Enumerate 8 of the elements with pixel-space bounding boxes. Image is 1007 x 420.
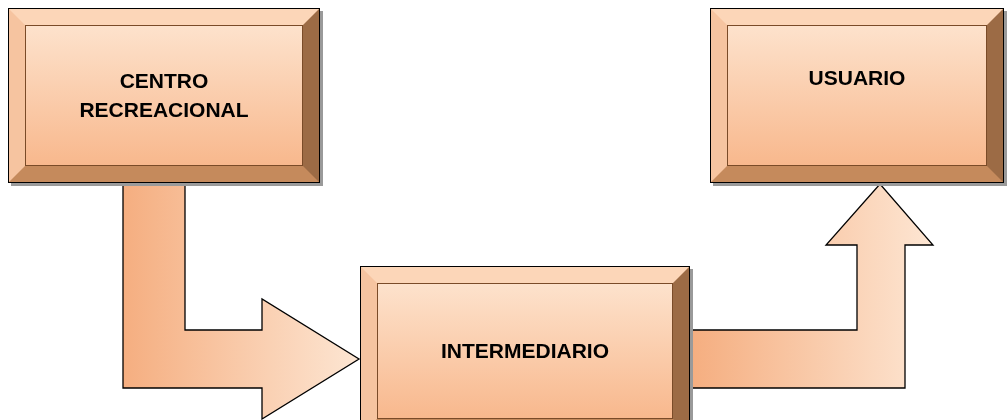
beveled-box <box>360 266 690 420</box>
box-label: CENTRO RECREACIONAL <box>78 68 250 123</box>
box-label: USUARIO <box>808 65 906 91</box>
block-arrow <box>691 183 935 389</box>
box-label: INTERMEDIARIO <box>441 337 609 364</box>
block-arrow <box>122 183 361 420</box>
beveled-box <box>710 8 1004 183</box>
beveled-box <box>8 8 320 183</box>
